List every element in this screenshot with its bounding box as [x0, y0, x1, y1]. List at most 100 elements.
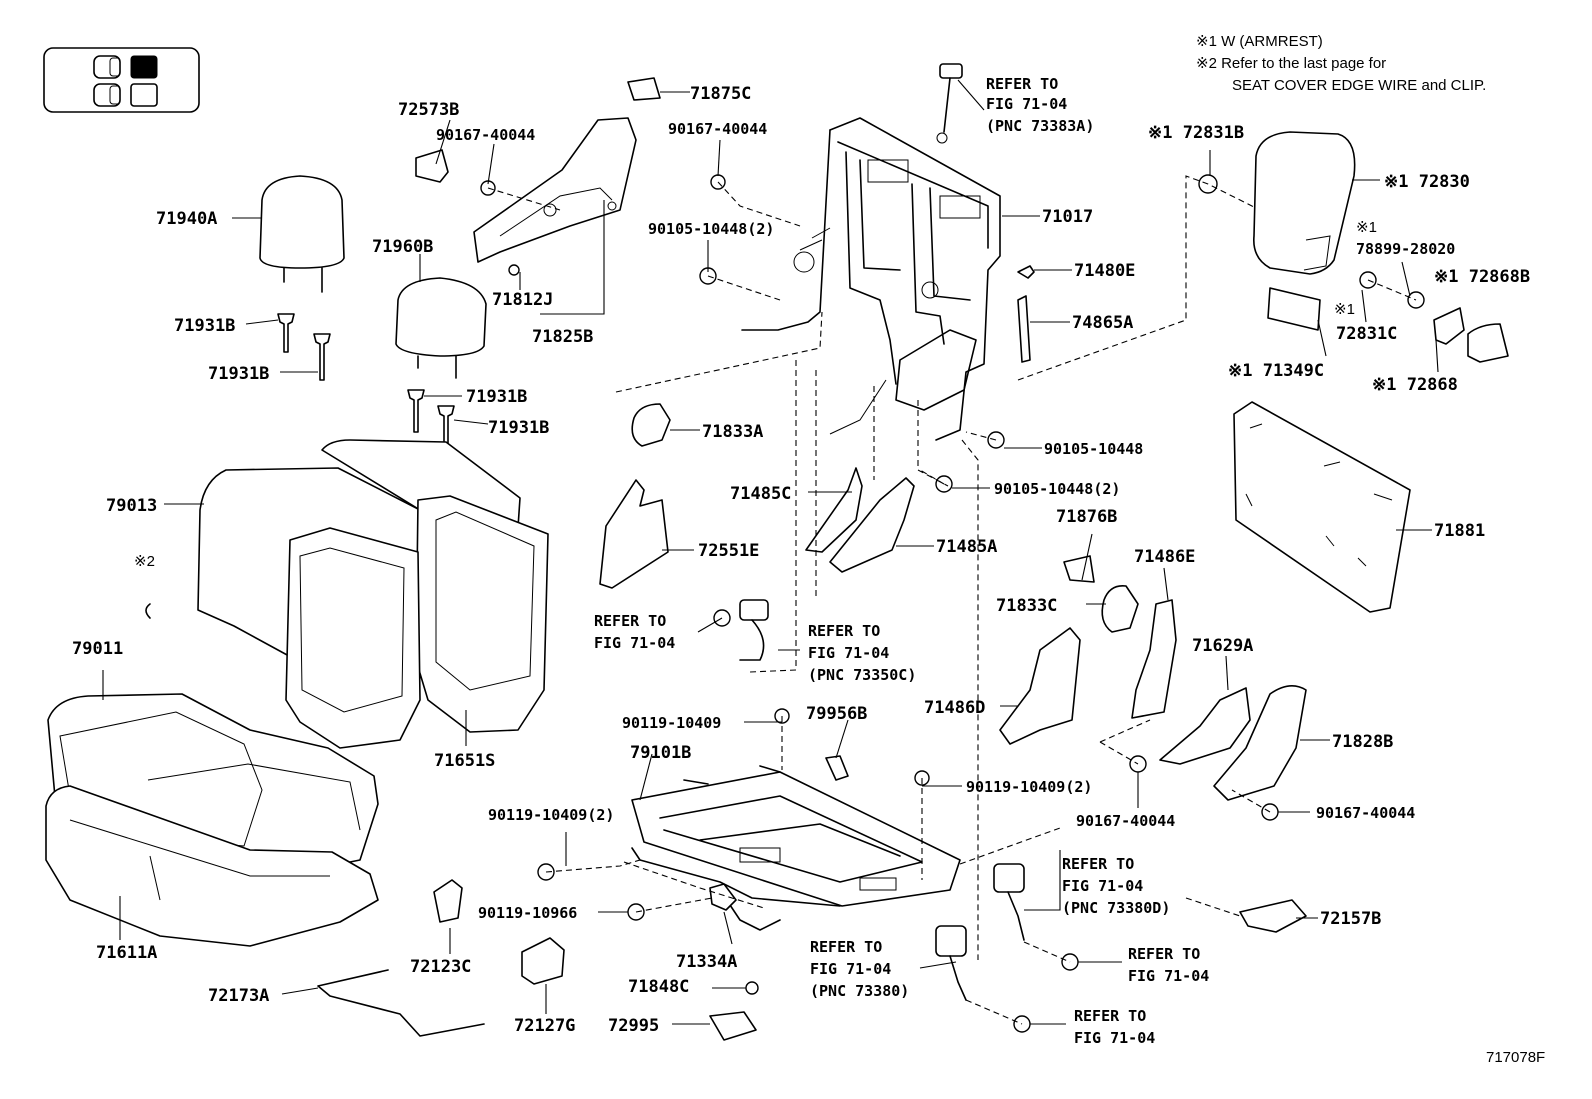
part-callout: 71629A [1192, 636, 1253, 656]
part-callout: 72573B [398, 100, 459, 120]
part-callout: 71486E [1134, 547, 1195, 567]
cover-72868-drawing [1433, 307, 1465, 345]
part-callout: 71833C [996, 596, 1057, 616]
part-callout: ※2 [134, 553, 155, 570]
cover-71486d-drawing [999, 627, 1081, 745]
buckle-73380-drawing [935, 925, 967, 1001]
diagram-code: 717078F [1486, 1049, 1545, 1066]
svg-text:REFER TO: REFER TO [1074, 1007, 1146, 1025]
part-callout: 71881 [1434, 521, 1485, 541]
part-callout: 90119-10966 [478, 904, 577, 922]
part-callout: ※1 72868 [1372, 375, 1458, 395]
part-callout: 72127G [514, 1016, 575, 1036]
bracket-71334a-drawing [709, 883, 737, 911]
part-callout: 78899-28020 [1356, 240, 1455, 258]
svg-text:(PNC 73350C): (PNC 73350C) [808, 666, 916, 684]
svg-text:(PNC 73380): (PNC 73380) [810, 982, 909, 1000]
headrest-71960b-drawing [395, 277, 487, 379]
part-callout: 90119-10409 [622, 714, 721, 732]
wire-72173a-drawing [317, 969, 485, 1037]
clip-71480e-drawing [1017, 265, 1035, 279]
reference-note: REFER TO FIG 71-04 (PNC 73350C) [808, 622, 916, 684]
svg-text:REFER TO: REFER TO [594, 612, 666, 630]
part-callout: 71017 [1042, 207, 1093, 227]
svg-text:(PNC 73383A): (PNC 73383A) [986, 117, 1094, 135]
svg-text:FIG 71-04: FIG 71-04 [810, 960, 891, 978]
svg-text:FIG 71-04: FIG 71-04 [594, 634, 675, 652]
trim-72573b-drawing [415, 149, 449, 183]
seat-locator-icon [43, 47, 200, 113]
part-callout: 72995 [608, 1016, 659, 1036]
part-callout: 79011 [72, 639, 123, 659]
cover-72123c-drawing [433, 879, 463, 923]
reference-note: REFER TO FIG 71-04 [594, 612, 675, 652]
cover-71629a-drawing [1159, 687, 1251, 765]
part-callout: 71876B [1056, 507, 1117, 527]
part-callout: 71828B [1332, 732, 1393, 752]
cover-71875c-drawing [627, 77, 661, 101]
part-callout: 90119-10409(2) [966, 778, 1092, 796]
leader-lines [102, 79, 1439, 1025]
part-callout: 74865A [1072, 313, 1133, 333]
part-callout: 71940A [156, 209, 217, 229]
cover-72127g-drawing [521, 937, 565, 985]
notes-block: ※1 W (ARMREST) ※2 Refer to the last page… [1196, 33, 1486, 94]
cover-71876b-drawing [1063, 555, 1095, 583]
reference-note: REFER TO FIG 71-04 [1128, 945, 1209, 985]
svg-text:REFER TO: REFER TO [1062, 855, 1134, 873]
note-line-1: ※1 W (ARMREST) [1196, 33, 1323, 50]
part-callout: ※1 72830 [1384, 172, 1470, 192]
dashed-relations [487, 175, 1417, 1025]
part-callout: 71931B [466, 387, 527, 407]
part-callout: 79956B [806, 704, 867, 724]
part-callout: ※1 72868B [1434, 267, 1530, 287]
armrest-72830-drawing [1253, 131, 1356, 275]
svg-text:REFER TO: REFER TO [1128, 945, 1200, 963]
part-callout: 90119-10409(2) [488, 806, 614, 824]
part-callout: 71875C [690, 84, 751, 104]
part-callout: ※1 [1356, 219, 1377, 236]
cover-71485a-drawing [829, 477, 915, 573]
seat-cushion-71611a-drawing [45, 785, 379, 947]
seat-frame-79101b-drawing [631, 765, 961, 931]
seatback-frame-71017-drawing [741, 117, 1001, 441]
part-callout: 71812J [492, 290, 553, 310]
part-callout: ※1 72831B [1148, 123, 1244, 143]
cover-72995-drawing [709, 1011, 757, 1041]
part-callout: 71334A [676, 952, 737, 972]
note-line-2: ※2 Refer to the last page for [1196, 55, 1386, 72]
bracket-74865a-drawing [1017, 295, 1031, 363]
part-callout: 71931B [208, 364, 269, 384]
seatback-lock-cable-drawing [936, 63, 963, 144]
reference-note: REFER TO FIG 71-04 (PNC 73383A) [986, 75, 1094, 135]
part-callout: 71651S [434, 751, 495, 771]
seatback-cover-71651s-drawing [285, 495, 549, 749]
buckle-73350c-drawing [713, 599, 769, 661]
svg-text:FIG 71-04: FIG 71-04 [1074, 1029, 1155, 1047]
buckle-73380d-drawing [993, 863, 1025, 941]
svg-text:REFER TO: REFER TO [986, 75, 1058, 93]
part-callout: 90167-40044 [1076, 812, 1175, 830]
part-callout: 72551E [698, 541, 759, 561]
panel-71881-drawing [1233, 401, 1411, 613]
cover-71828b-drawing [1213, 685, 1307, 801]
part-callout: 72157B [1320, 909, 1381, 929]
part-callout: 71931B [174, 316, 235, 336]
cover-71485c-drawing [805, 467, 863, 553]
part-callout: 72831C [1336, 324, 1397, 344]
part-callout: 71833A [702, 422, 763, 442]
svg-text:FIG 71-04: FIG 71-04 [1128, 967, 1209, 985]
part-callout: 90105-10448(2) [648, 220, 774, 238]
part-callout: 90105-10448(2) [994, 480, 1120, 498]
part-callout: 71611A [96, 943, 157, 963]
part-callout: 90167-40044 [436, 126, 535, 144]
part-callout: 90167-40044 [668, 120, 767, 138]
part-callout: 71485C [730, 484, 791, 504]
part-callout: 90167-40044 [1316, 804, 1415, 822]
part-callout: 79101B [630, 743, 691, 763]
reference-note: REFER TO FIG 71-04 [1074, 1007, 1155, 1047]
hinge-cover-71825b-drawing [473, 117, 637, 263]
cover-71349c-drawing [1267, 287, 1321, 331]
svg-text:FIG 71-04: FIG 71-04 [986, 95, 1067, 113]
svg-text:REFER TO: REFER TO [808, 622, 880, 640]
